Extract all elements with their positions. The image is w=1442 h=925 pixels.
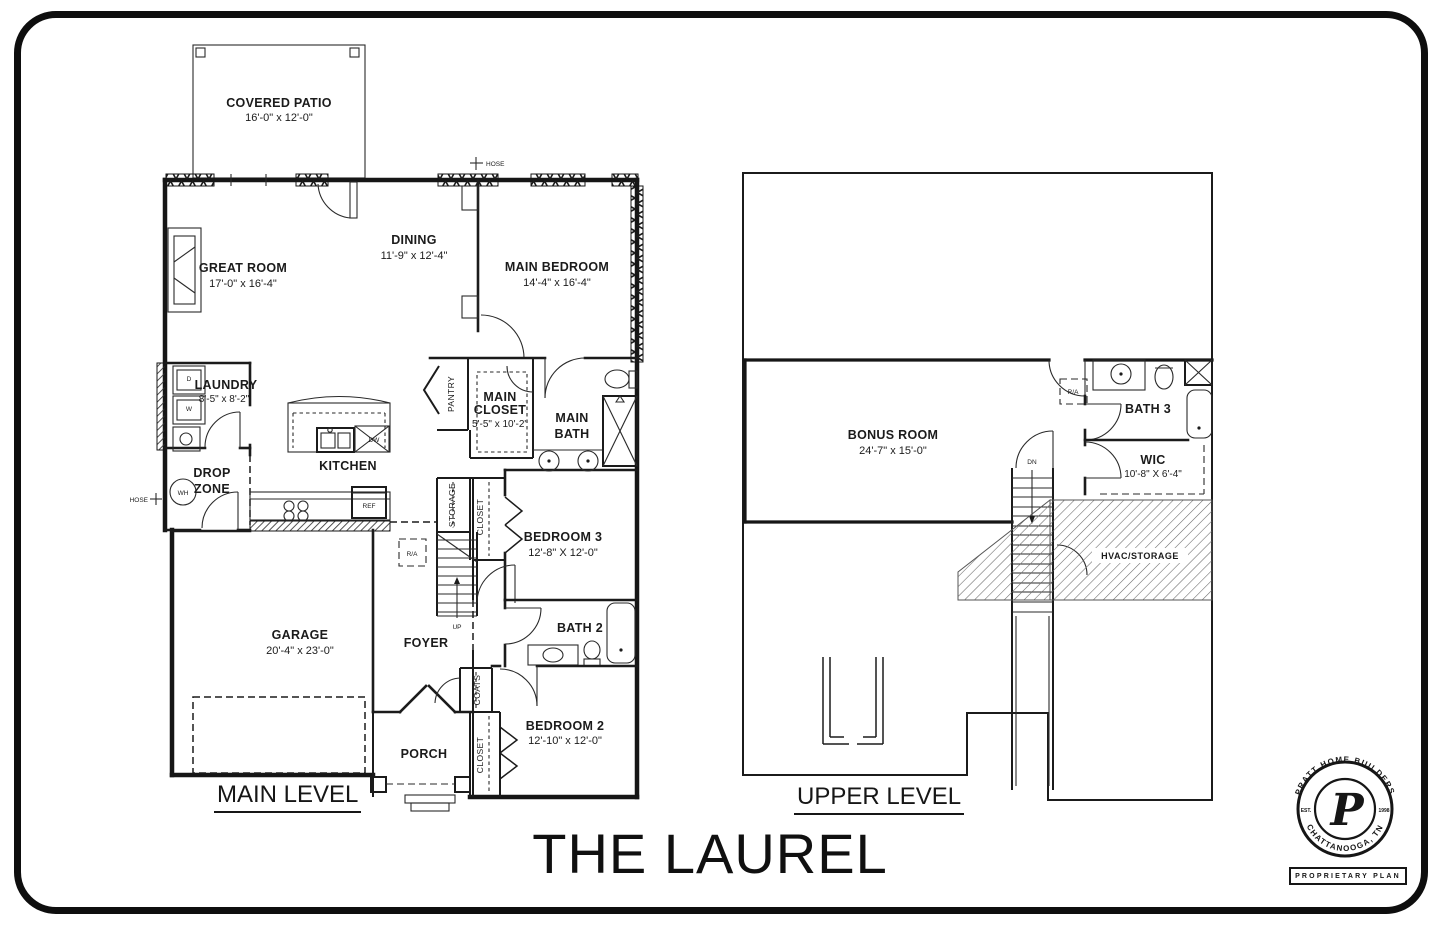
bath-2-label: BATH 2 [557,621,603,635]
bath-2: BATH 2 [503,598,636,668]
main-level-label: MAIN LEVEL [214,781,362,813]
porch: PORCH [370,712,471,812]
drop-zone: WH DROP ZONE [163,466,252,532]
main-bath: MAIN BATH [503,357,639,472]
water-heater-label: WH [178,490,189,497]
drop-zone-label-2: ZONE [194,482,230,496]
return-air-main-label: R/A [407,551,419,558]
kitchen-label: KITCHEN [319,459,377,473]
great-room-dims: 17'-0" x 16'-4" [209,278,277,290]
coats-closet: COATS [434,667,493,712]
stairs-up-label: UP [452,624,461,631]
return-air-upper: R/A [1059,378,1088,405]
bonus-room-label: BONUS ROOM [848,428,939,442]
stairs-down: DN [1011,430,1088,790]
wic-label: WIC [1140,453,1165,467]
dryer-label: D [187,376,192,383]
hvac-storage-label: HVAC/STORAGE [1101,551,1179,561]
bedroom-2-dims: 12'-10" x 12'-0" [528,735,602,747]
drop-zone-label-1: DROP [193,466,230,480]
sheet-border [14,11,1428,914]
return-air-upper-label: R/A [1068,389,1080,396]
chimney-chase [822,657,884,745]
hvac-storage: HVAC/STORAGE [957,498,1213,601]
washer-label: W [186,406,193,413]
hose-bib-left: HOSE [130,493,162,505]
dishwasher-label: DW [369,437,381,444]
main-closet-label-2: CLOSET [474,403,527,417]
logo-outer-circle [1296,760,1394,858]
dining-label: DINING [391,233,437,247]
covered-patio-label: COVERED PATIO [226,96,332,110]
hose-left-label: HOSE [130,497,149,504]
logo-year: 1998 [1378,808,1389,814]
hall-closet-label: CLOSET [475,499,485,535]
hose-top-label: HOSE [486,161,505,168]
great-room-label: GREAT ROOM [199,261,287,275]
patio-door [317,181,358,219]
laundry-dims: 8'-5" x 8'-2" [199,394,250,405]
garage-dims: 20'-4" x 23'-0" [266,645,334,657]
hose-bib-top: HOSE [470,157,505,170]
upper-level-plan: BONUS ROOM 24'-7" x 15'-0" [742,172,1214,801]
hall-storage-closets: STORAGE CLOSET [436,468,507,561]
main-bedroom: MAIN BEDROOM 14'-4" x 16'-4" [461,178,609,359]
main-bedroom-dims: 14'-4" x 16'-4" [523,277,591,289]
bedroom-2-closet-label: CLOSET [475,737,485,773]
upper-level-label: UPPER LEVEL [794,783,965,815]
main-closet-label-1: MAIN [483,390,516,404]
bath-3-label: BATH 3 [1125,402,1171,416]
return-air-main: R/A [398,538,427,567]
plan-title: THE LAUREL [532,822,888,885]
porch-label: PORCH [401,747,448,761]
builder-logo: PRATT HOME BUILDERS CHATTANOOGA, TN EST.… [1293,755,1395,858]
bedroom-2-label: BEDROOM 2 [526,719,604,733]
exterior-walls [162,177,640,800]
pantry-label: PANTRY [446,376,456,412]
laundry: D W LAUNDRY 8'-5" x 8'-2" [156,361,258,457]
dining: DINING 11'-9" x 12'-4" [381,233,448,262]
garage-label: GARAGE [272,628,329,642]
storage-label: STORAGE [447,483,457,527]
coats-label: COATS [472,675,482,706]
covered-patio: COVERED PATIO 16'-0" x 12'-0" [192,44,366,179]
garage: GARAGE 20'-4" x 23'-0" [192,528,375,774]
window-symbols [165,173,644,363]
logo-inner-circle [1313,777,1377,841]
kitchen: DW REF KITCHEN [170,396,436,533]
upper-outline [742,172,1213,801]
great-room: GREAT ROOM 17'-0" x 16'-4" [199,261,287,290]
proprietary-plan-badge: PROPRIETARY PLAN [1289,867,1407,885]
foyer: FOYER [371,560,475,714]
main-closet-dims: 5'-5" x 10'-2" [472,419,528,430]
refrigerator-label: REF [363,503,376,510]
bedroom-2: CLOSET BEDROOM 2 12'-10" x 12'-0" [472,664,639,797]
main-bath-label-2: BATH [555,427,590,441]
main-bath-label-1: MAIN [555,411,588,425]
bonus-room-dims: 24'-7" x 15'-0" [859,445,927,457]
foyer-label: FOYER [404,636,449,650]
wic-dims: 10'-8" X 6'-4" [1124,469,1182,480]
dining-dims: 11'-9" x 12'-4" [381,250,448,262]
main-level-plan: COVERED PATIO 16'-0" x 12'-0" [130,44,644,812]
bedroom-3: BEDROOM 3 12'-8" X 12'-0" [476,496,639,604]
bath-3: BATH 3 [1083,359,1213,496]
stairs-down-label: DN [1027,459,1037,466]
bedroom-3-dims: 12'-8" X 12'-0" [528,547,598,559]
wic: WIC 10'-8" X 6'-4" [1084,441,1205,495]
logo-est-label: EST. [1301,808,1312,814]
fireplace [167,227,202,313]
main-bedroom-label: MAIN BEDROOM [505,260,609,274]
bonus-room: BONUS ROOM 24'-7" x 15'-0" [743,358,1214,524]
main-closet: MAIN CLOSET 5'-5" x 10'-2" [428,356,639,459]
pantry: PANTRY [422,358,469,431]
logo-monogram: P [1328,785,1365,836]
bedroom-3-label: BEDROOM 3 [524,530,602,544]
covered-patio-dims: 16'-0" x 12'-0" [245,112,313,124]
laundry-label: LAUNDRY [195,378,258,392]
